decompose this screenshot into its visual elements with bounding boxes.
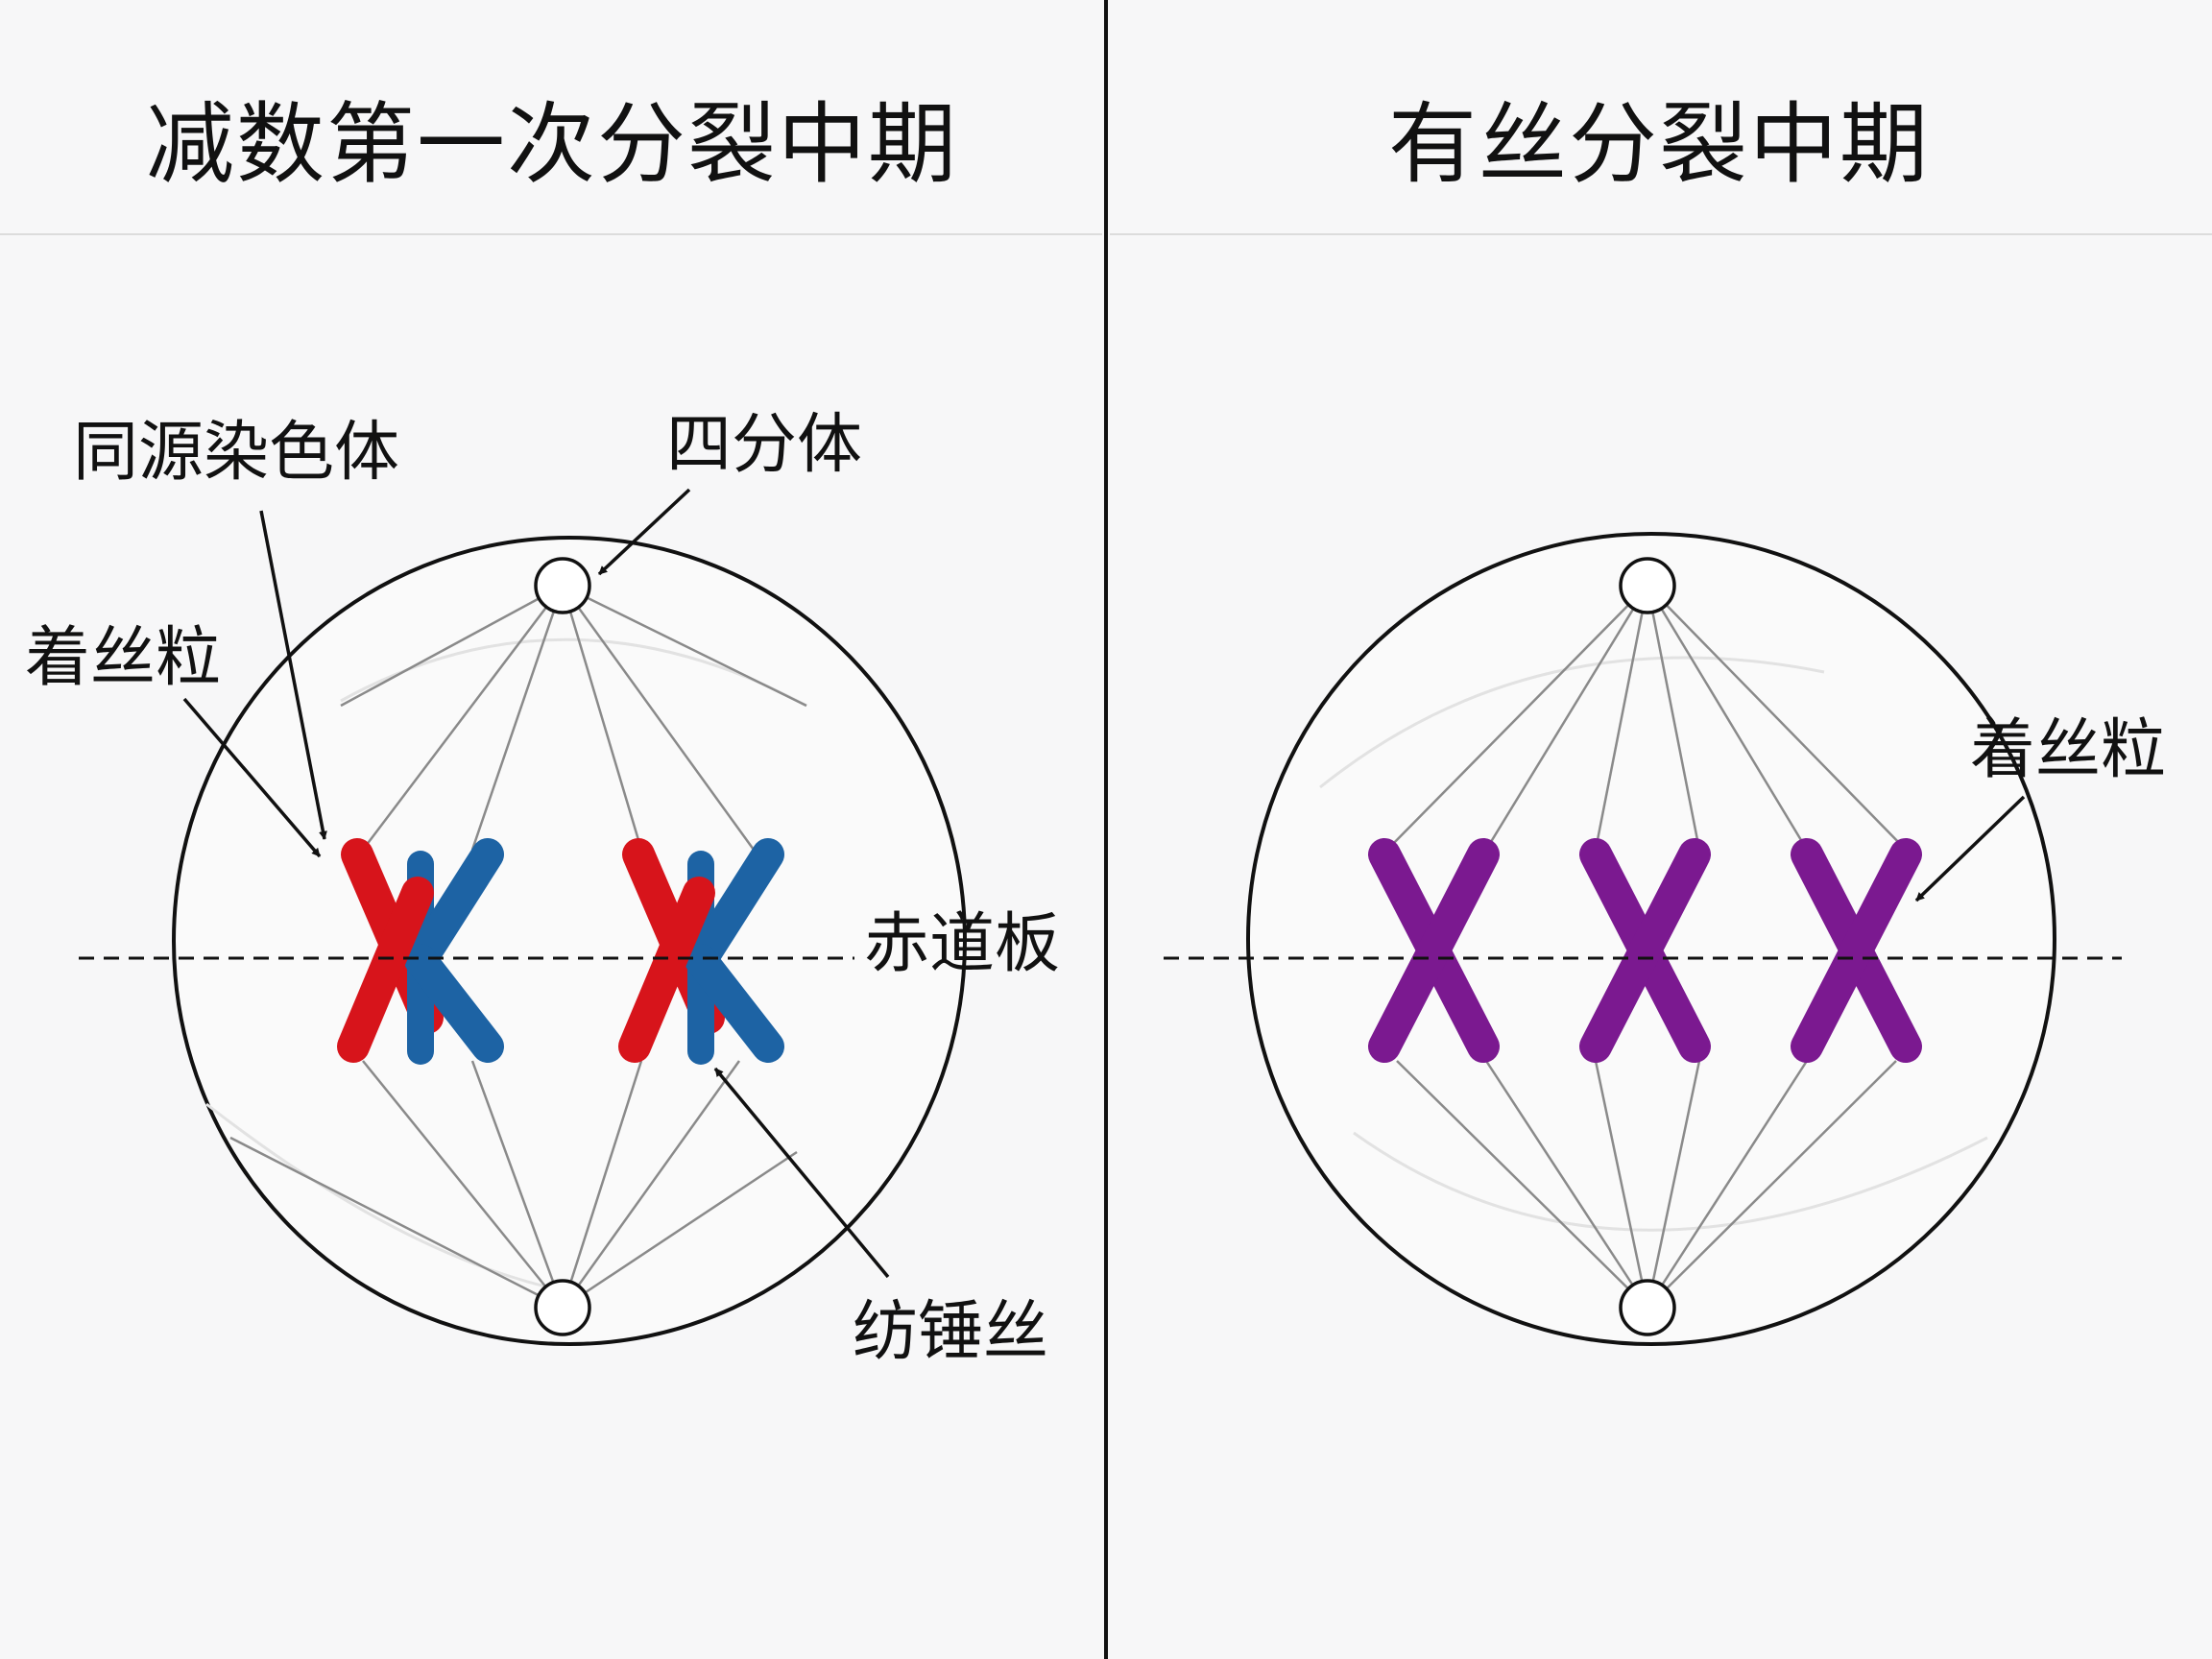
chromosome-2: [1579, 838, 1711, 1063]
arrow-centromere-right: [1914, 795, 2026, 902]
mitosis-cell: [1164, 532, 2122, 1346]
tetrad-1: [337, 838, 504, 1065]
chromatid-blue: [685, 838, 784, 976]
label-homologous-chromosomes: 同源染色体: [73, 415, 400, 491]
label-centromere-right: 着丝粒: [1970, 712, 2167, 788]
arrow-spindle: [713, 1067, 890, 1279]
centrosome-top: [1619, 557, 1676, 614]
chromosome-1: [1368, 838, 1500, 1063]
chromatid-red: [337, 877, 434, 1063]
centrosome-top: [534, 557, 591, 614]
faint-arc-top: [1319, 656, 1825, 789]
label-equatorial-plate: 赤道板: [864, 906, 1061, 982]
chromatid-blue: [685, 944, 784, 1063]
cell-membrane: [172, 536, 967, 1346]
chromatid-red: [618, 877, 715, 1063]
arrow-centromere: [182, 697, 322, 858]
meiosis-cell: [79, 536, 967, 1346]
tetrad-2: [618, 838, 784, 1065]
label-spindle-fibers: 纺锤丝: [853, 1294, 1049, 1370]
title-meiosis: 减数第一次分裂中期: [145, 93, 958, 196]
arrow-homologous: [259, 510, 327, 840]
centrosome-bottom: [534, 1279, 591, 1336]
pointer-arrows-left: [182, 488, 890, 1279]
centrosome-bottom: [1619, 1279, 1676, 1336]
chromosome-3: [1791, 838, 1922, 1063]
label-centromere-left: 着丝粒: [25, 620, 222, 696]
spindle-fibers: [1386, 585, 1907, 1309]
title-mitosis: 有丝分裂中期: [1387, 93, 1930, 196]
faint-arc-bottom: [205, 1102, 567, 1293]
arrow-tetrad: [597, 488, 691, 576]
spindle-fibers: [229, 584, 807, 1310]
chromatid-blue: [404, 944, 504, 1063]
chromatid-blue: [404, 838, 504, 976]
label-tetrad: 四分体: [666, 407, 863, 483]
faint-arc-bottom: [1353, 1131, 1988, 1232]
